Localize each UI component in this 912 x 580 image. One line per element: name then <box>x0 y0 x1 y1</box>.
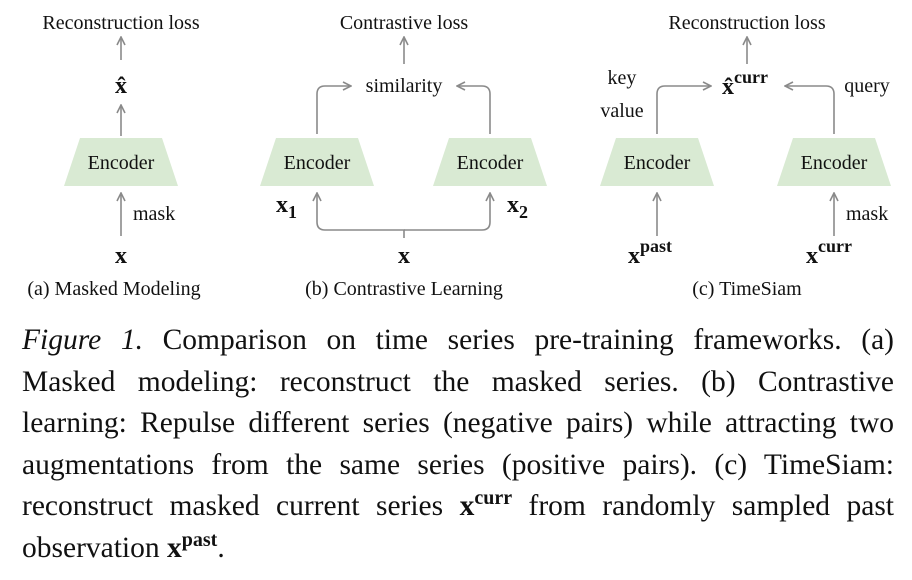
panel-c-curr-input: xcurr <box>806 236 852 269</box>
panel-b-x1: x1 <box>276 192 297 222</box>
panel-a-caption: (a) Masked Modeling <box>27 278 200 300</box>
caption-text-3: . <box>217 531 225 564</box>
panel-a-encoder <box>64 138 178 186</box>
panel-b-caption: (b) Contrastive Learning <box>305 278 503 300</box>
caption-text-2: from randomly sampled past observation <box>22 490 894 564</box>
panel-b-loss-label: Contrastive loss <box>340 12 469 34</box>
panel-a-loss-label: Reconstruction loss <box>42 12 199 34</box>
panel-b-x2: x2 <box>507 192 528 222</box>
panel-b-similarity: similarity <box>366 75 443 97</box>
figure-label: Figure 1. <box>22 324 143 356</box>
panel-b-right-input-arrow <box>404 194 490 231</box>
panel-c-encoder-left-label: Encoder <box>624 152 691 174</box>
panel-c-key-value-arrow <box>656 86 710 134</box>
caption-text-1: Comparison on time series pre-training f… <box>22 324 894 522</box>
panel-a-mask-label: mask <box>133 203 175 225</box>
panel-c-past-input: xpast <box>628 236 672 269</box>
caption-past-symbol: xpast <box>167 528 218 564</box>
panel-c-loss-label: Reconstruction loss <box>668 12 825 34</box>
panel-a-output: x̂ <box>115 73 127 99</box>
caption-curr-symbol: xcurr <box>459 487 513 522</box>
panel-c-key-label: key <box>608 67 637 89</box>
panel-c-encoder-right <box>777 138 891 186</box>
panel-b-right-similarity-arrow <box>458 86 491 134</box>
panel-c-query-arrow <box>786 86 835 134</box>
panel-c-query-label: query <box>844 75 890 97</box>
panel-c-output: x̂curr <box>722 67 768 100</box>
figure-caption: Figure 1. Comparison on time series pre-… <box>22 320 894 569</box>
panel-b-left-input-arrow <box>317 194 405 238</box>
panel-c-timesiam: Reconstruction loss x̂curr key value que… <box>600 12 891 300</box>
panel-c-encoder-left <box>600 138 714 186</box>
panel-c-mask-label: mask <box>846 203 888 225</box>
panel-b-input: x <box>398 243 410 269</box>
panel-b-encoder-right-label: Encoder <box>457 152 524 174</box>
panel-a-input: x <box>115 243 127 269</box>
framework-diagram: Reconstruction loss x̂ Encoder mask x (a… <box>27 12 891 300</box>
panel-c-value-label: value <box>600 100 643 122</box>
panel-c-caption: (c) TimeSiam <box>692 278 802 300</box>
panel-b-encoder-left <box>260 138 374 186</box>
panel-b-encoder-left-label: Encoder <box>284 152 351 174</box>
panel-a-encoder-label: Encoder <box>88 152 155 174</box>
panel-c-encoder-right-label: Encoder <box>801 152 868 174</box>
panel-a-masked-modeling: Reconstruction loss x̂ Encoder mask x (a… <box>27 12 200 300</box>
panel-b-encoder-right <box>433 138 547 186</box>
panel-b-contrastive-learning: Contrastive loss similarity Encoder Enco… <box>260 12 547 300</box>
panel-b-left-similarity-arrow <box>316 86 350 134</box>
